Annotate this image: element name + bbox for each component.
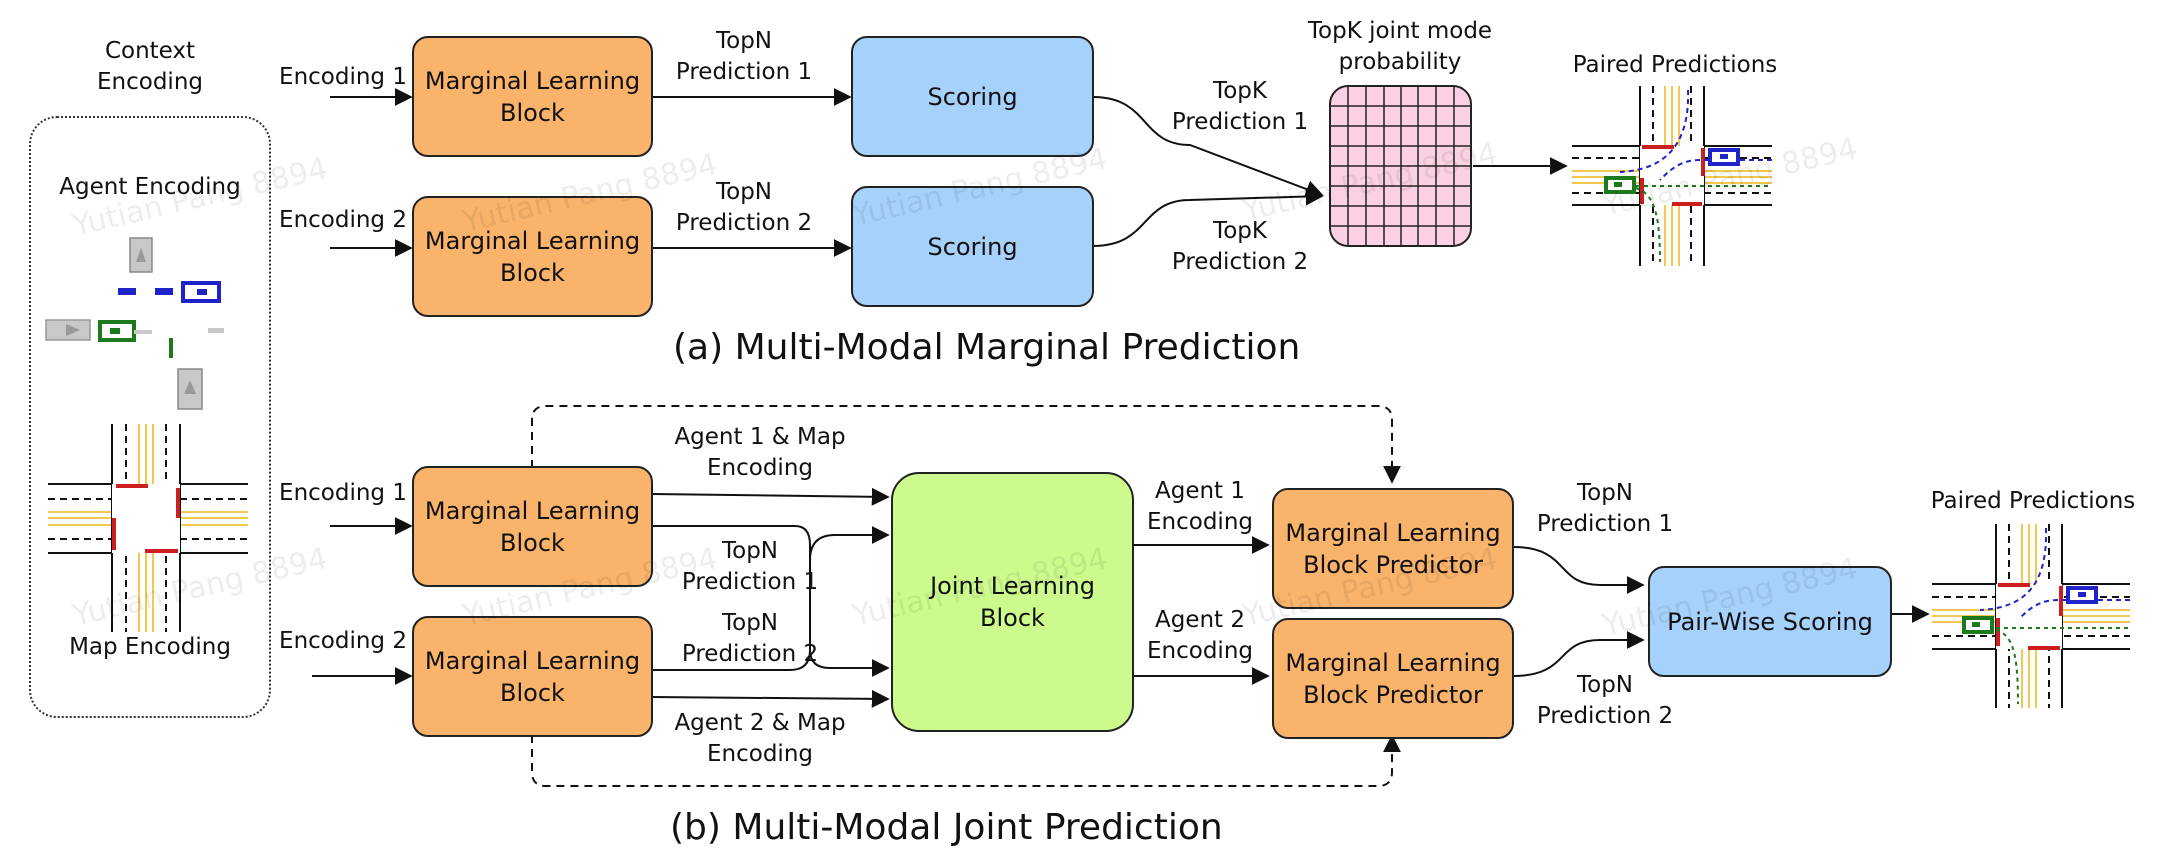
paired-predictions-a-pictogram (1572, 86, 1772, 266)
b-marginal-learning-block-2: Marginal Learning Block (412, 616, 653, 737)
a-paired-predictions-label: Paired Predictions (1572, 52, 1778, 78)
a-encoding-1-label: Encoding 1 (279, 64, 407, 90)
b-out-topn-prediction-1-label: TopN Prediction 1 (1536, 480, 1674, 537)
b-marginal-learning-block-1: Marginal Learning Block (412, 466, 653, 587)
a-encoding-2-label: Encoding 2 (279, 207, 407, 233)
a-joint-mode-probability-label: TopK joint mode probability (1307, 18, 1493, 75)
context-encoding-title: Context Encoding (97, 38, 203, 95)
a-marginal-learning-block-1: Marginal Learning Block (412, 36, 653, 157)
b-agent2-encoding-label: Agent 2 Encoding (1147, 607, 1253, 664)
b-encoding-2-label: Encoding 2 (279, 628, 407, 654)
b-out-topn-prediction-2-label: TopN Prediction 2 (1536, 672, 1674, 729)
dashed-bypass-bottom (531, 734, 1401, 787)
a-topk-prediction-1-label: TopK Prediction 1 (1171, 78, 1309, 135)
a-scoring-box-1: Scoring (851, 36, 1094, 157)
b-joint-learning-block: Joint Learning Block (891, 472, 1134, 732)
paired-predictions-b-pictogram (1932, 524, 2130, 708)
a-topn-prediction-2-label: TopN Prediction 2 (675, 179, 813, 236)
a-topk-prediction-2-label: TopK Prediction 2 (1171, 218, 1309, 275)
joint-mode-grid (1329, 85, 1472, 247)
arrow-b-topn1-a (652, 525, 890, 677)
b-topn-prediction-1-label: TopN Prediction 1 (681, 538, 819, 595)
arrow-b-topn1-b (809, 526, 890, 561)
arrow-b-agent1-map (651, 487, 890, 506)
arrow-a-topk2 (1092, 187, 1324, 247)
arrow-b-topn2 (652, 649, 811, 671)
arrow-b-agent2-map (651, 689, 890, 708)
map-encoding-pictogram (48, 424, 248, 632)
arrow-b-out-topn1 (1512, 546, 1645, 594)
b-marginal-learning-block-predictor-1: Marginal Learning Block Predictor (1272, 488, 1514, 609)
b-section-caption: (b) Multi-Modal Joint Prediction (670, 807, 1223, 848)
b-agent1-map-encoding-label: Agent 1 & Map Encoding (674, 424, 846, 481)
b-marginal-learning-block-predictor-2: Marginal Learning Block Predictor (1272, 618, 1514, 739)
context-encoding-panel (29, 116, 271, 718)
b-agent1-encoding-label: Agent 1 Encoding (1147, 478, 1253, 535)
a-section-caption: (a) Multi-Modal Marginal Prediction (673, 327, 1301, 368)
map-encoding-label: Map Encoding (69, 634, 231, 660)
a-scoring-box-2: Scoring (851, 186, 1094, 307)
a-topn-prediction-1-label: TopN Prediction 1 (675, 28, 813, 85)
arrow-a-topk1 (1092, 96, 1324, 198)
agent-encoding-pictogram (45, 237, 224, 410)
b-pair-wise-scoring-box: Pair-Wise Scoring (1648, 566, 1892, 677)
arrow-b-out-topn2 (1512, 631, 1645, 677)
b-paired-predictions-label: Paired Predictions (1930, 488, 2136, 514)
b-topn-prediction-2-label: TopN Prediction 2 (681, 610, 819, 667)
b-agent2-map-encoding-label: Agent 2 & Map Encoding (674, 710, 846, 767)
a-marginal-learning-block-2: Marginal Learning Block (412, 196, 653, 317)
b-encoding-1-label: Encoding 1 (279, 480, 407, 506)
agent-encoding-label: Agent Encoding (59, 174, 241, 200)
